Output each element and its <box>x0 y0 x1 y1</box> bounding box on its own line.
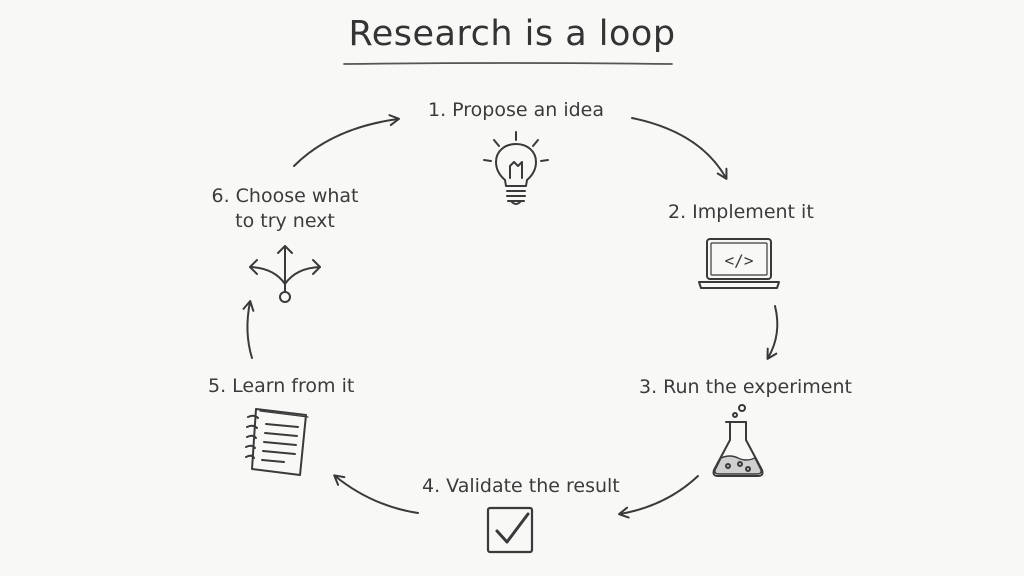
laptop-code-icon: </> <box>698 238 780 289</box>
notebook-icon <box>245 408 309 476</box>
code-glyph: </> <box>725 251 754 270</box>
step-5-label: 5. Learn from it <box>208 375 355 397</box>
arrow-step5-to-step6 <box>242 300 255 359</box>
diagram-title: Research is a loop <box>348 14 676 54</box>
title-underline <box>343 62 673 65</box>
step-6-label: 6. Choose what to try next <box>200 184 370 234</box>
arrow-step6-to-step1 <box>293 114 400 167</box>
flask-icon <box>712 404 764 477</box>
arrow-step2-to-step3 <box>766 305 779 360</box>
step-1-label: 1. Propose an idea <box>428 99 605 121</box>
branching-arrows-icon <box>249 245 321 303</box>
step-6-label-line-1: 6. Choose what <box>211 185 359 207</box>
checkbox-icon <box>486 506 534 554</box>
lightbulb-icon <box>483 131 549 205</box>
arrow-step3-to-step4 <box>618 475 699 519</box>
step-2-label: 2. Implement it <box>668 201 814 223</box>
step-3-label: 3. Run the experiment <box>639 376 852 398</box>
step-6-label-line-2: to try next <box>235 210 335 232</box>
step-4-label: 4. Validate the result <box>422 475 620 497</box>
arrow-step1-to-step2 <box>631 117 728 180</box>
arrow-step4-to-step5 <box>333 474 419 514</box>
